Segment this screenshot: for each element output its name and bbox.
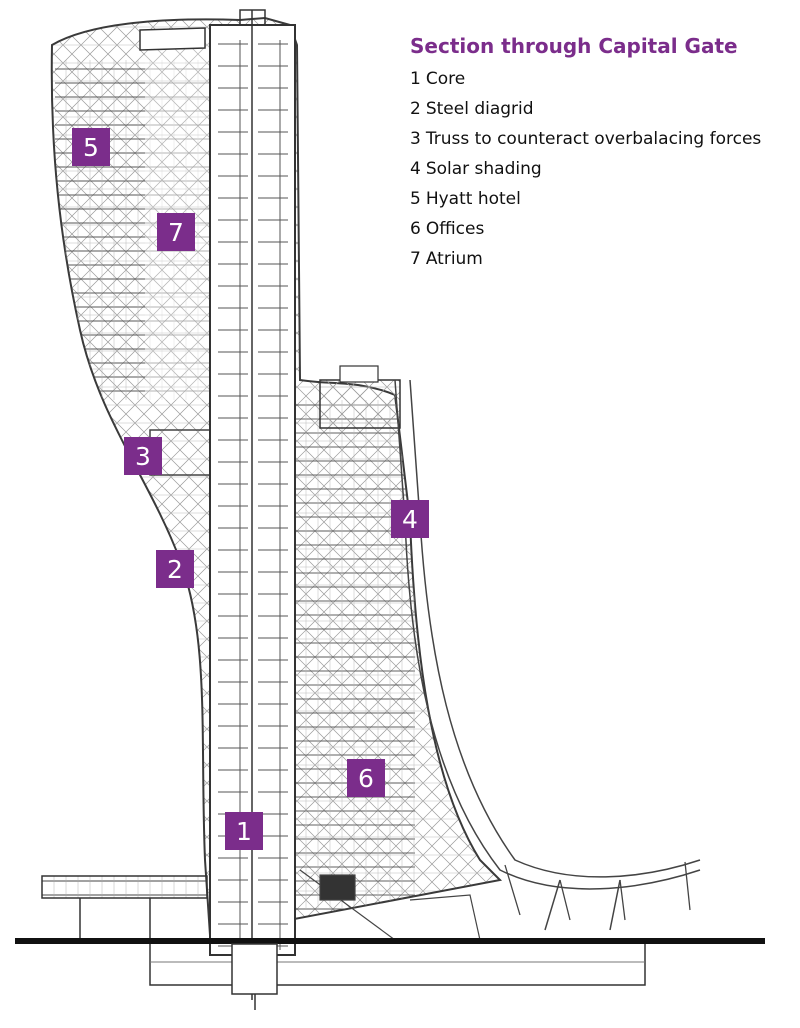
marker-steel-diagrid: 2 (156, 550, 194, 588)
legend-label: Offices (425, 219, 485, 239)
basement (149, 943, 646, 1010)
upper-box (319, 365, 401, 429)
solar-shading (394, 379, 701, 931)
diagram-title: Section through Capital Gate (410, 34, 738, 58)
legend-num: 4 (410, 159, 421, 179)
marker-solar-shading: 4 (391, 500, 429, 538)
legend-label: Core (425, 69, 466, 89)
legend-label: Solar shading (425, 159, 542, 179)
legend-num: 7 (410, 249, 421, 269)
legend-num: 1 (410, 69, 421, 89)
legend-label: Atrium (425, 249, 483, 269)
roof-block (139, 27, 206, 51)
central-core (209, 9, 296, 1000)
legend-label: Hyatt hotel (425, 189, 521, 209)
marker-hotel: 5 (72, 128, 110, 166)
legend-num: 2 (410, 99, 421, 119)
legend-label: Truss to counteract overbalacing forces (425, 129, 762, 149)
marker-atrium: 7 (157, 213, 195, 251)
marker-offices: 6 (347, 759, 385, 797)
legend-num: 3 (410, 129, 421, 149)
marker-truss: 3 (124, 437, 162, 475)
marker-core: 1 (225, 812, 263, 850)
legend-num: 6 (410, 219, 421, 239)
entrance-structure (299, 869, 481, 941)
legend-num: 5 (410, 189, 421, 209)
podium-canopy (41, 875, 208, 940)
office-floors (295, 400, 415, 910)
ground-line (15, 938, 765, 944)
legend-label: Steel diagrid (425, 99, 534, 119)
